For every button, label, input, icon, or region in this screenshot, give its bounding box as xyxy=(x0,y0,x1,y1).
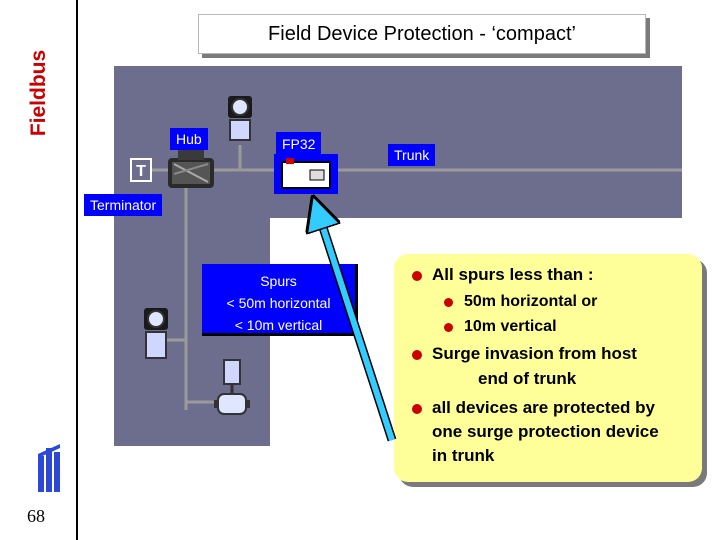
fp32-label: FP32 xyxy=(276,132,322,156)
sub-bullet-2 xyxy=(444,323,453,332)
note-bullet-2-line-1: Surge invasion from host xyxy=(432,344,637,363)
note-sub-2: 10m vertical xyxy=(464,318,557,335)
spurs-line-1: Spurs xyxy=(260,273,297,289)
terminator-label: Terminator xyxy=(84,194,163,216)
spurs-line-2: < 50m horizontal xyxy=(226,295,331,311)
notes-box xyxy=(394,254,702,482)
sub-bullet-1 xyxy=(444,298,453,307)
terminator-symbol: T xyxy=(130,158,152,182)
spurs-box: Spurs < 50m horizontal < 10m vertical xyxy=(202,264,358,336)
diagram-panel-top xyxy=(114,66,682,218)
note-bullet-1: All spurs less than : xyxy=(432,265,594,284)
trunk-label: Trunk xyxy=(388,144,436,166)
spurs-line-3: < 10m vertical xyxy=(234,317,323,333)
bullet-2 xyxy=(412,350,422,360)
note-bullet-3-line-2: one surge protection device xyxy=(432,422,659,441)
note-bullet-3-line-3: in trunk xyxy=(432,446,495,465)
note-bullet-3-line-1: all devices are protected by xyxy=(432,398,655,417)
sidebar-divider xyxy=(76,0,78,540)
note-sub-1: 50m horizontal or xyxy=(464,293,598,310)
page-title: Field Device Protection - ‘compact’ xyxy=(198,14,646,54)
hub-label: Hub xyxy=(170,128,208,150)
bullet-3 xyxy=(412,404,422,414)
page-number: 68 xyxy=(27,506,45,526)
note-bullet-2-line-2: end of trunk xyxy=(478,369,577,388)
bullet-1 xyxy=(412,271,422,281)
